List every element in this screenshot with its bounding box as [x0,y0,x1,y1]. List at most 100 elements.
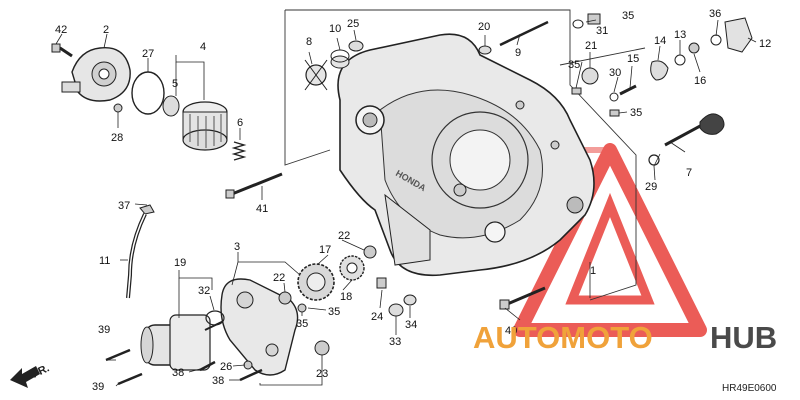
o-ring-32 [205,310,225,326]
pin-26 [243,360,253,370]
bolt-15 [619,84,637,96]
bolt-38b [199,360,216,372]
ring-30 [609,92,619,102]
washer-33 [388,303,404,317]
clip-37 [139,204,155,215]
crankcase-cover: HONDA [337,33,595,277]
watermark-text-left: AUTOMOTO [473,320,653,355]
callout-24: 24 [371,311,383,323]
leader-lines [55,19,757,387]
callout-27: 27 [142,48,154,60]
sensor-14 [650,60,669,81]
callout-8: 8 [306,36,312,48]
callout-33: 33 [389,336,401,348]
callout-23: 23 [316,368,328,380]
reduction-cover-3 [220,278,299,376]
o-ring-13 [674,54,686,66]
diagram-code: HR49E0600 [722,383,777,394]
callout-40: 40 [505,325,517,337]
callout-labels: 42 2 27 4 5 6 28 37 11 41 8 10 25 20 9 3… [55,8,771,393]
callout-37: 37 [118,200,130,212]
callout-38-bottom: 38 [212,375,224,387]
callout-25: 25 [347,18,359,30]
callout-2: 2 [103,24,109,36]
watermark-text-right: HUB [710,320,777,355]
starter-motor-19 [140,314,231,371]
front-direction-arrow: FR. [10,362,51,388]
callout-42: 42 [55,24,67,36]
bearing-22b [363,245,377,259]
washer-28 [113,103,123,113]
callout-1: 1 [590,265,596,277]
callout-29: 29 [645,181,657,193]
callout-41: 41 [256,203,268,215]
callout-38-left: 38 [172,367,184,379]
shaft-9 [499,20,549,47]
dipstick-7 [664,113,725,147]
callout-21: 21 [585,40,597,52]
callout-35-right: 35 [630,107,642,119]
callout-35-top: 35 [622,10,634,22]
callout-18: 18 [340,291,352,303]
assembly-frame [284,9,646,301]
callout-12: 12 [759,38,771,50]
callout-5: 5 [172,78,178,90]
callout-39-bottom: 39 [92,381,104,393]
oil-filter-4 [182,101,228,151]
callout-6: 6 [237,117,243,129]
callout-30: 30 [609,67,621,79]
callout-19: 19 [174,257,186,269]
washer-34 [403,294,417,306]
washer-31 [572,19,584,29]
bolt-39 [105,348,143,386]
seal-21 [581,67,599,85]
callout-34: 34 [405,319,417,331]
hose-11 [126,213,147,299]
callout-13: 13 [674,29,686,41]
callout-4: 4 [200,41,206,53]
bearing-22a [278,291,292,305]
callout-10: 10 [329,23,341,35]
callout-35-lower-right: 35 [328,306,340,318]
callout-20: 20 [478,21,490,33]
washer-20 [478,45,492,55]
callout-7: 7 [686,167,692,179]
callout-3: 3 [234,241,240,253]
callout-22-left: 22 [273,272,285,284]
dowel-35b [571,87,582,95]
cap-35a [587,13,601,25]
shaft-24 [376,277,387,289]
bracket-12 [724,17,753,53]
callout-11: 11 [99,255,110,267]
callout-16: 16 [694,75,706,87]
callout-31: 31 [596,25,608,37]
o-ring-27 [131,71,165,115]
callout-32: 32 [198,285,210,297]
gear-18 [339,255,365,281]
spring-6 [231,141,247,161]
ring-36 [710,34,722,46]
callout-28: 28 [111,132,123,144]
oil-filter-cover [61,46,131,102]
pin-35 [297,303,307,313]
dowel-35c [609,109,620,117]
bolt-40 [504,286,546,307]
callout-39-top: 39 [98,324,110,336]
callout-35-lower: 35 [296,318,308,330]
bolt-42 [51,43,73,58]
front-label: FR. [30,362,51,380]
bolt-16 [688,42,700,54]
callout-14: 14 [654,35,666,47]
seal-25 [348,40,364,52]
gear-17 [297,263,335,301]
callout-26: 26 [220,361,232,373]
callout-22-right: 22 [338,230,350,242]
callout-35-mid: 35 [568,59,580,71]
o-ring-5 [162,95,180,117]
bolt-38 [239,368,263,382]
o-ring-29 [648,154,660,166]
rotor-8 [304,59,328,91]
callout-36: 36 [709,8,721,20]
spring-10 [330,49,350,69]
